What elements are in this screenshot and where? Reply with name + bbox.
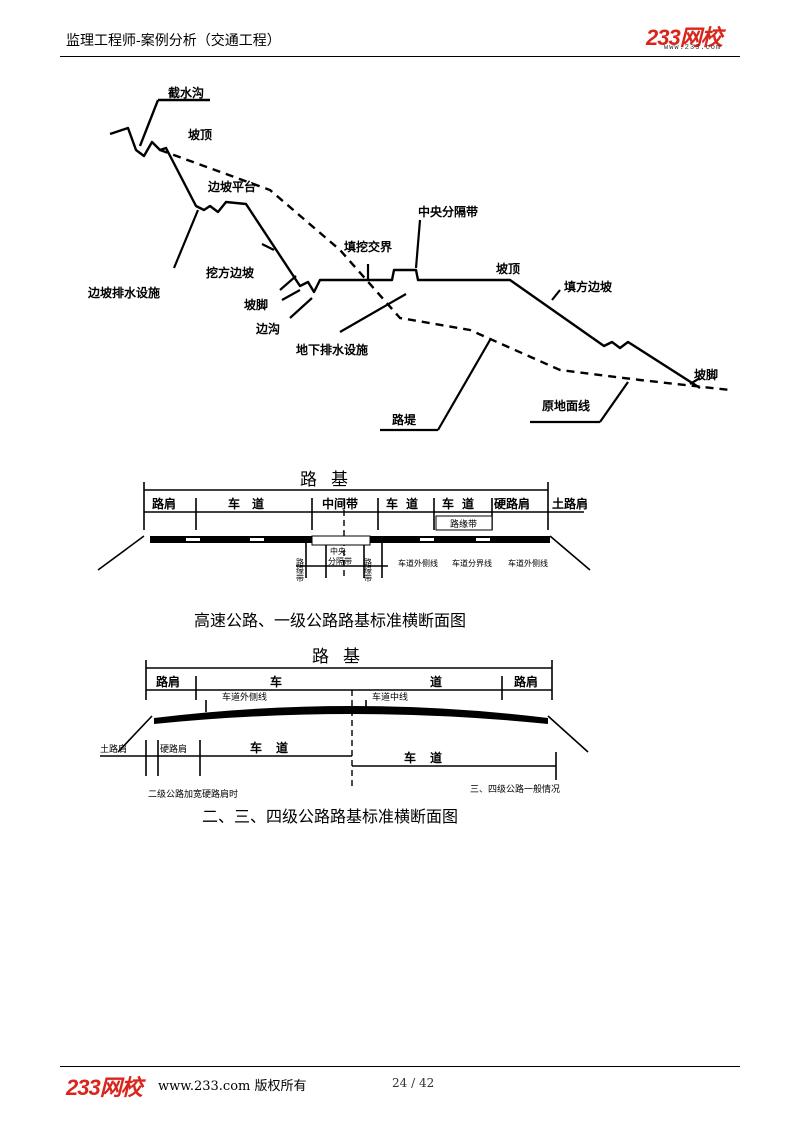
fig2-caption: 高速公路、一级公路路基标准横断面图	[194, 611, 466, 630]
brand-logo: 233网校	[646, 25, 723, 50]
fig3-pavement	[154, 706, 548, 724]
label-slope-top-left: 坡顶	[188, 127, 212, 142]
fig2-lane-3: 车道	[442, 496, 482, 511]
footer-copyright: www.233.com 版权所有	[158, 1079, 307, 1094]
original-ground-line	[159, 148, 731, 392]
fig3-title: 路基	[312, 647, 374, 667]
fig2-lane: 车道	[228, 496, 276, 511]
label-embankment: 路堤	[392, 412, 417, 427]
fig2-lane-edge-left: 车道外侧线	[398, 558, 438, 568]
page-number: 24 / 42	[392, 1076, 435, 1090]
page-header-title: 监理工程师-案例分析（交通工程）	[66, 33, 281, 49]
fig2-curb-right: 路缘带	[364, 557, 373, 583]
fig3-dao: 道	[430, 674, 442, 689]
label-intercepting-ditch: 截水沟	[168, 85, 204, 100]
label-slope-toe-left: 坡脚	[244, 297, 268, 312]
fig3-lane-b: 车道	[404, 750, 456, 765]
fig2-center: 中央	[330, 546, 346, 556]
fig3-note-right: 三、四级公路一般情况	[470, 783, 560, 795]
fig3-hard-shoulder: 硬路肩	[160, 743, 187, 755]
fig2-median-divider: 分隔带	[328, 557, 352, 566]
label-fill-slope: 填方边坡	[564, 279, 613, 294]
fig3-lane-a: 车道	[250, 740, 302, 755]
fig2-curb-left: 路缘带	[296, 557, 305, 583]
label-median-strip: 中央分隔带	[418, 204, 478, 219]
label-slope-platform: 边坡平台	[207, 179, 256, 194]
label-cut-slope: 挖方边坡	[206, 265, 255, 280]
fig2-hard-shoulder: 硬路肩	[494, 496, 530, 511]
fig3-che: 车	[270, 674, 282, 689]
fig2-lane-divider: 车道分界线	[452, 558, 492, 568]
label-slope-toe-right: 坡脚	[694, 367, 718, 382]
footer-divider	[60, 1066, 740, 1067]
header-divider	[60, 56, 740, 57]
fig2-title: 路基	[300, 470, 362, 490]
fig3-caption: 二、三、四级公路路基标准横断面图	[202, 807, 458, 826]
fig2-earth-shoulder: 土路肩	[552, 496, 588, 511]
fig2-lane-2: 车道	[386, 496, 426, 511]
footer-logo: 233网校	[66, 1075, 143, 1100]
label-underground-drainage: 地下排水设施	[296, 342, 368, 357]
brand-logo-url: www.233.com	[664, 44, 722, 52]
fig3-shoulder-right: 路肩	[514, 674, 538, 689]
fig2-lane-edge-right: 车道外侧线	[508, 558, 548, 568]
fig3-note-left: 二级公路加宽硬路肩时	[148, 788, 238, 800]
label-slope-drainage: 边坡排水设施	[87, 285, 160, 300]
label-original-ground: 原地面线	[542, 398, 590, 413]
fig3-shoulder-left: 路肩	[156, 674, 180, 689]
label-cut-fill-boundary: 填挖交界	[344, 239, 392, 254]
fig2-curb-strip: 路缘带	[450, 518, 477, 530]
fig3-lane-center: 车道中线	[372, 691, 408, 703]
label-slope-top-right: 坡顶	[496, 261, 520, 276]
label-side-ditch: 边沟	[255, 321, 280, 336]
fig2-shoulder: 路肩	[152, 496, 176, 511]
fig3-earth-shoulder: 土路肩	[100, 743, 127, 755]
cut-ground-line	[109, 126, 701, 390]
fig3-lane-edge: 车道外侧线	[222, 691, 267, 703]
fig2-median: 中间带	[322, 496, 358, 511]
